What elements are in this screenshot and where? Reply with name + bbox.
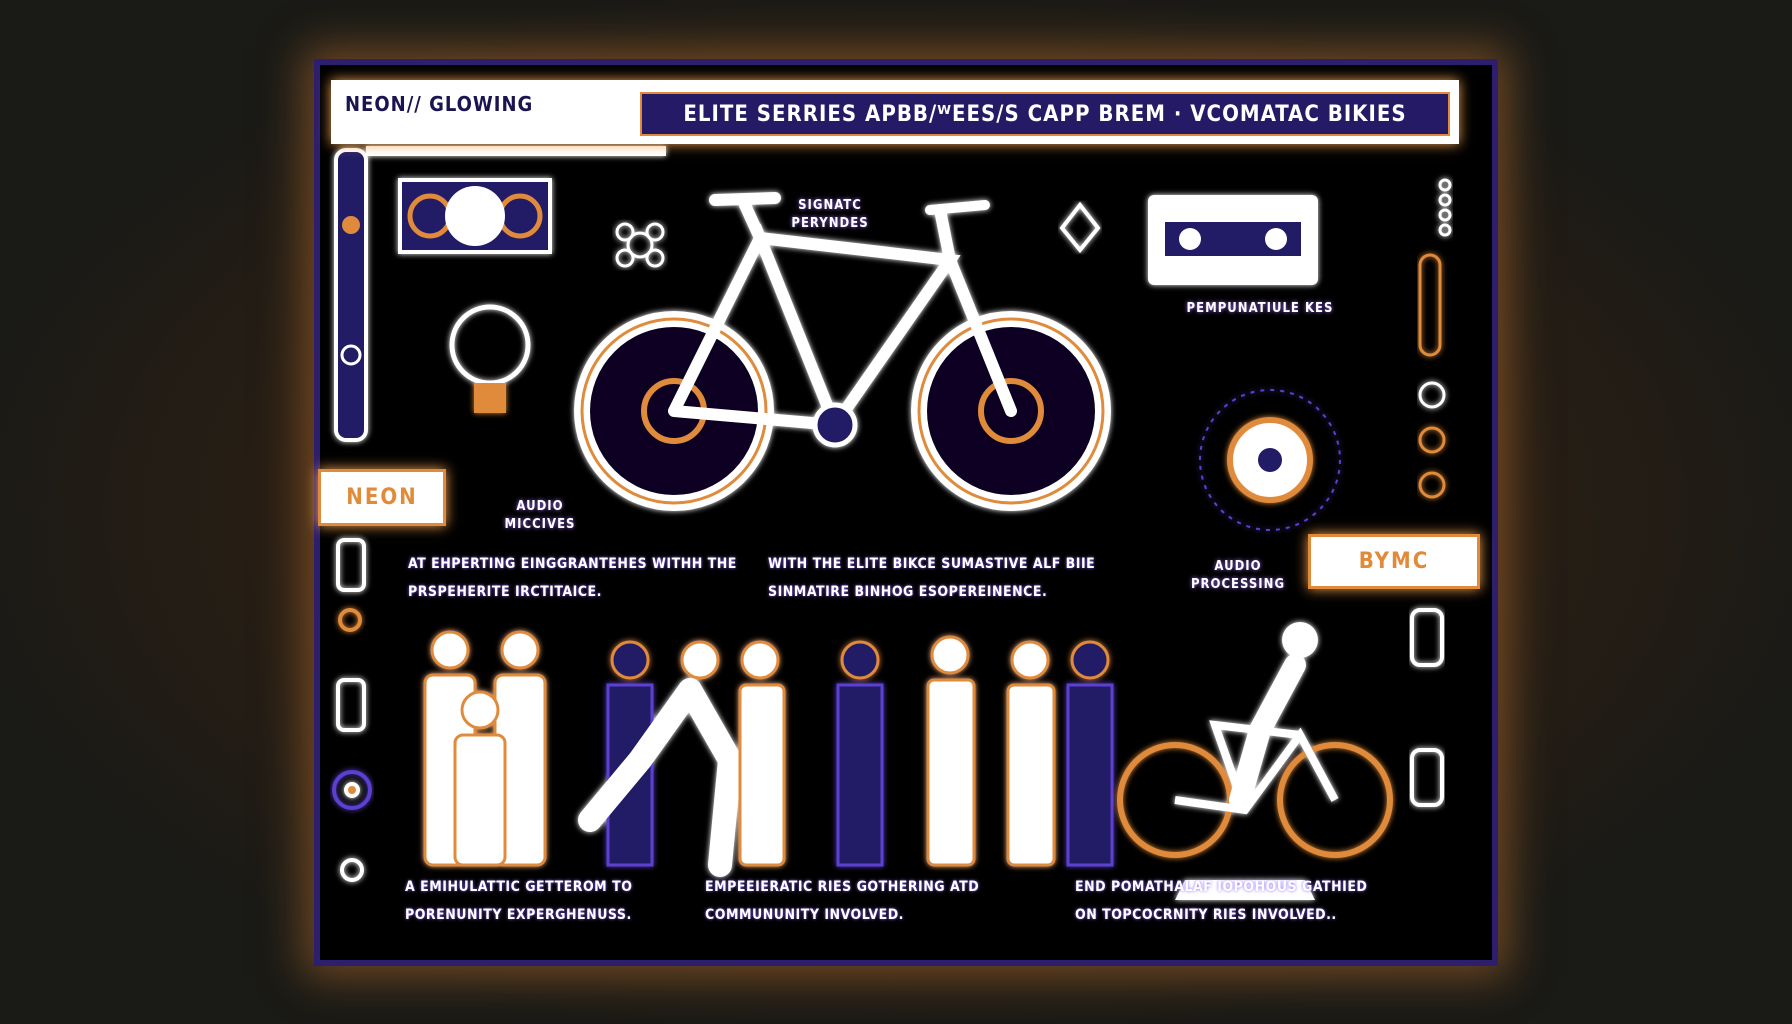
bottom-text-1-line2: PORENUNITY EXPERGHENUSS.	[405, 907, 632, 923]
bottom-text-3-line1: END POMATHALAF IOPOHOUS GATHIED	[1075, 879, 1368, 895]
neon-badge: NEON	[318, 469, 446, 526]
drone-icon	[615, 222, 665, 268]
label-pempunatiule: PEMPUNATIULE KES	[1186, 301, 1334, 316]
bottom-text-3-line2: ON TOPCOCRNITY RIES INVOLVED..	[1075, 907, 1337, 923]
page-title: ELITE SERRIES APBB/ᵂEES/S CAPP BREM · VC…	[640, 92, 1450, 136]
lightbulb-icon	[449, 304, 531, 413]
header-tag: NEON// GLOWING	[345, 92, 534, 116]
bottom-text-2: EMPEEIERATIC RIES GOTHERING ATD COMMUNUN…	[705, 873, 979, 929]
speaker-icon	[398, 178, 552, 254]
middle-text-2: WITH THE ELITE BIKCE SUMASTIVE ALF BIIE …	[768, 550, 1095, 606]
middle-text-1-line1: AT EHPERTING EINGGRANTEHES WITHH THE	[408, 556, 737, 572]
bicycle-icon	[574, 192, 1111, 511]
cyclist-icon	[1117, 622, 1393, 900]
compass-icon	[1059, 201, 1101, 254]
middle-text-1-line2: PRSPEHERITE IRCTITAICE.	[408, 584, 602, 600]
bymc-badge: BYMC	[1308, 534, 1480, 589]
cassette-icon	[1148, 195, 1318, 285]
right-controls-icon	[1418, 178, 1452, 499]
bottom-text-1-line1: A EMIHULATTIC GETTEROM TO	[405, 879, 633, 895]
middle-text-1: AT EHPERTING EINGGRANTEHES WITHH THE PRS…	[408, 550, 737, 606]
bottom-text-1: A EMIHULATTIC GETTEROM TO PORENUNITY EXP…	[405, 873, 632, 929]
people-group-icon	[423, 630, 1114, 877]
label-signature: SIGNATC PERYNDES	[791, 198, 869, 231]
left-side-icons	[332, 538, 372, 882]
middle-text-2-line2: SINMATIRE BINHOG ESOPEREINENCE.	[768, 584, 1048, 600]
bottom-text-2-line2: COMMUNUNITY INVOLVED.	[705, 907, 904, 923]
middle-text-2-line1: WITH THE ELITE BIKCE SUMASTIVE ALF BIIE	[768, 556, 1096, 572]
label-audio-processing: AUDIO PROCESSING	[1190, 559, 1286, 592]
gear-icon	[1199, 389, 1341, 531]
left-device-icon	[334, 146, 666, 442]
bottom-text-2-line1: EMPEEIERATIC RIES GOTHERING ATD	[705, 879, 980, 895]
right-side-icons	[1410, 608, 1444, 807]
bottom-text-3: END POMATHALAF IOPOHOUS GATHIED ON TOPCO…	[1075, 873, 1367, 929]
label-audio-mic: AUDIO MICCIVES	[504, 499, 576, 532]
